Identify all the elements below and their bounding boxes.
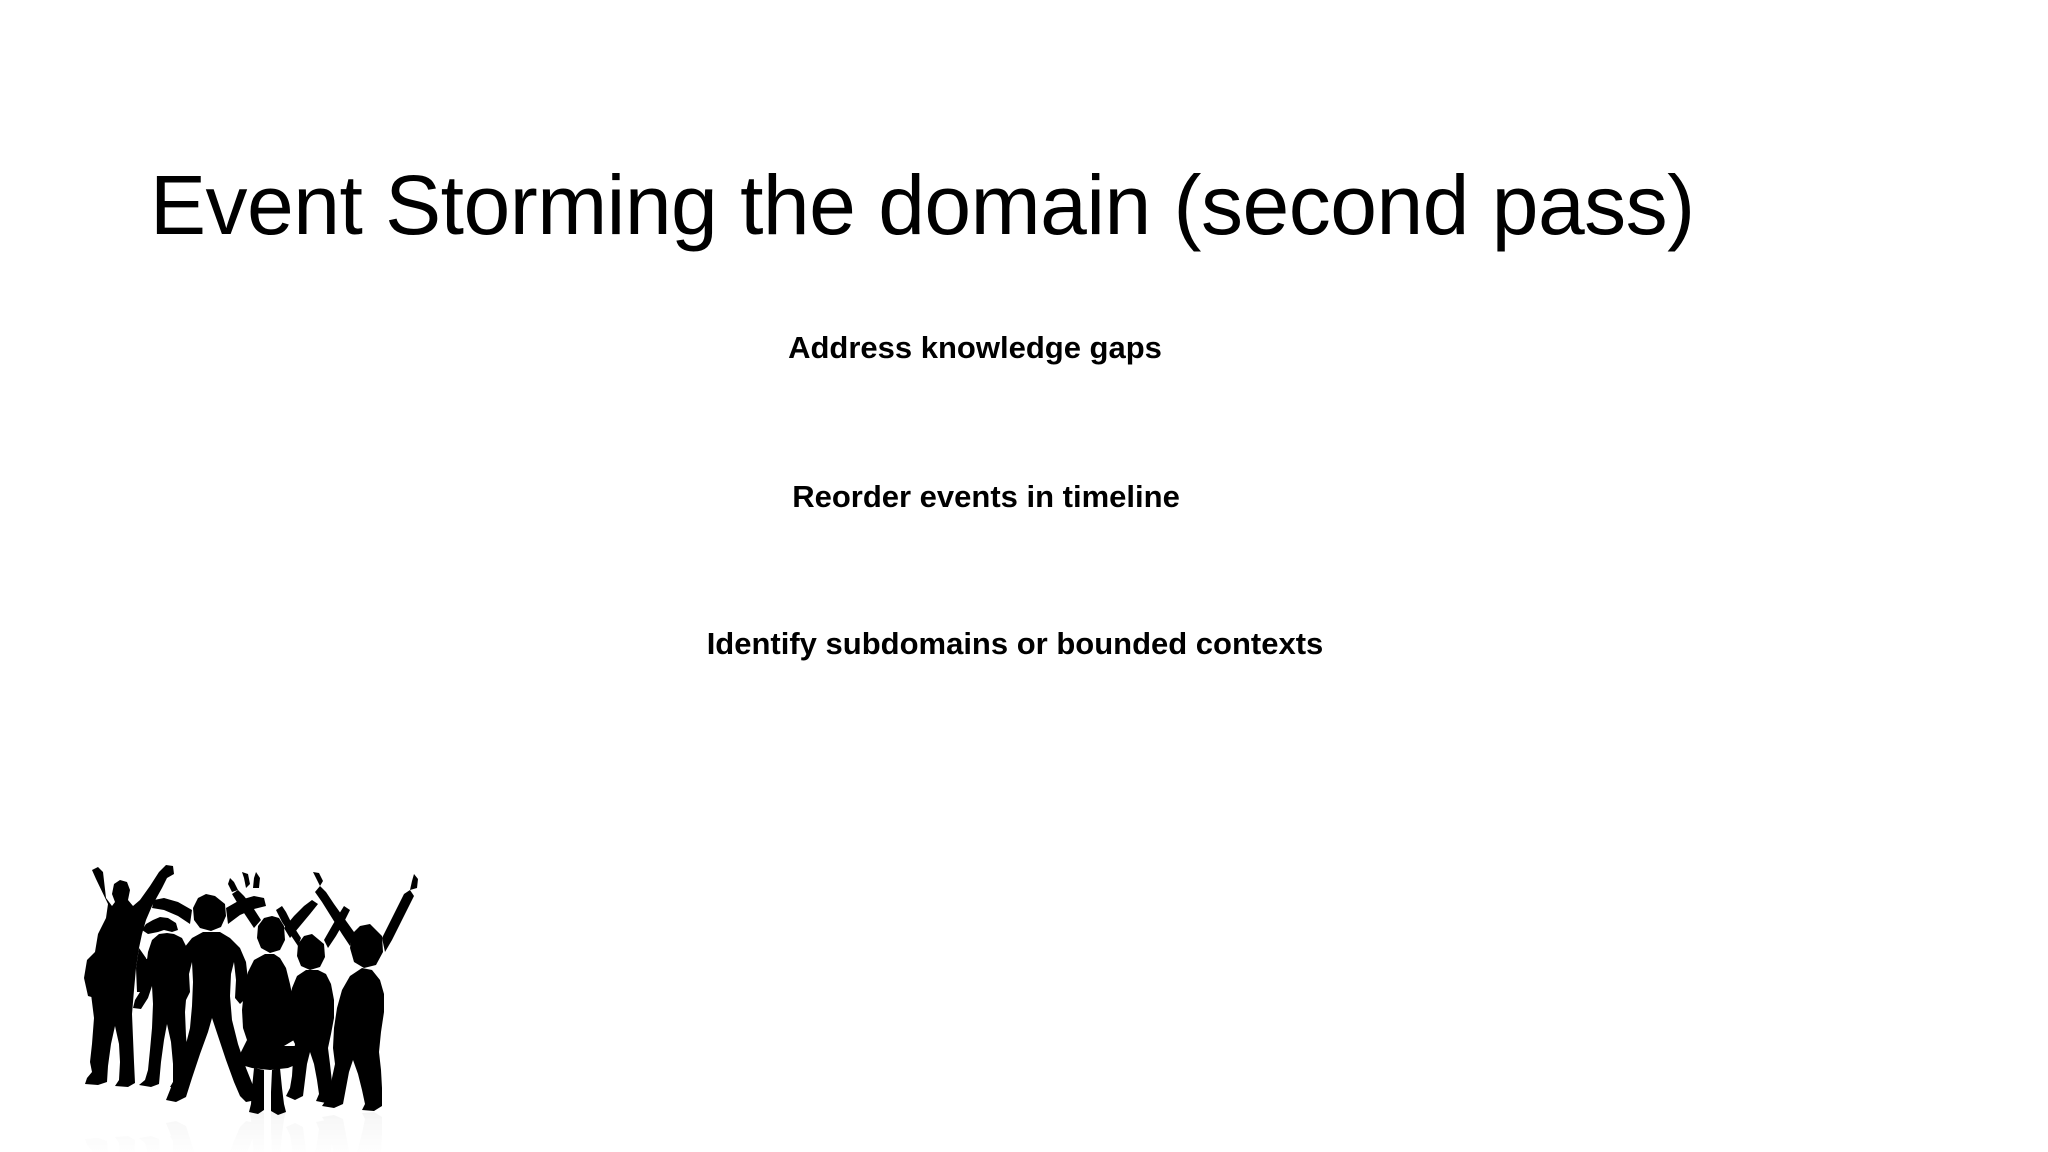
silhouette-figures (84, 865, 418, 1115)
page-title: Event Storming the domain (second pass) (150, 158, 1695, 253)
body-line-reorder-events-in-timeline: Reorder events in timeline (792, 478, 1180, 514)
body-line-address-knowledge-gaps: Address knowledge gaps (788, 330, 1162, 365)
body-line-identify-subdomains: Identify subdomains or bounded contexts (706, 626, 1324, 662)
silhouette-reflection (40, 1088, 425, 1152)
celebrating-people-silhouette-image (40, 848, 425, 1152)
body-text-block: Address knowledge gaps Reorder events in… (305, 330, 1645, 662)
